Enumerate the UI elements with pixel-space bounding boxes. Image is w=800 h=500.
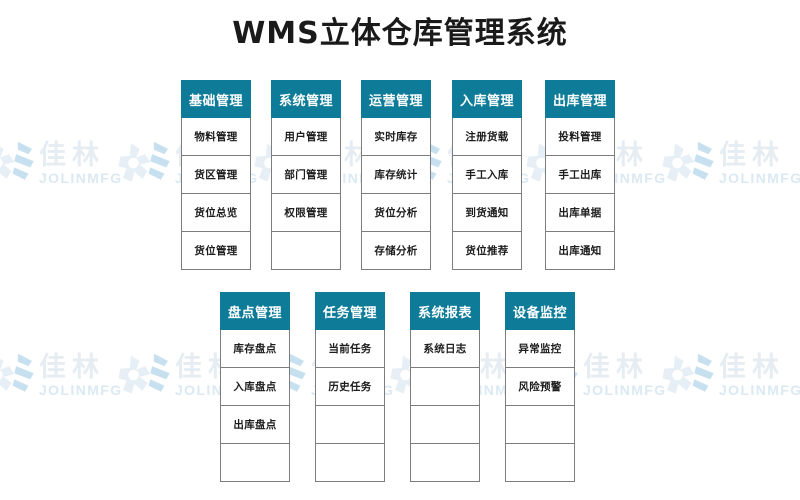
module-item-empty <box>410 406 480 444</box>
module-item[interactable]: 到货通知 <box>452 194 522 232</box>
module-item-empty <box>505 406 575 444</box>
module-item-empty <box>315 444 385 482</box>
module-item-empty <box>220 444 290 482</box>
module-item-empty <box>315 406 385 444</box>
module-item[interactable]: 历史任务 <box>315 368 385 406</box>
module-column-header[interactable]: 出库管理 <box>545 80 615 118</box>
module-item[interactable]: 库存统计 <box>361 156 431 194</box>
module-column: 基础管理物料管理货区管理货位总览货位管理 <box>181 80 251 270</box>
module-item[interactable]: 系统日志 <box>410 330 480 368</box>
module-item[interactable]: 权限管理 <box>271 194 341 232</box>
module-item-empty <box>410 368 480 406</box>
module-item-empty <box>271 232 341 270</box>
module-column: 盘点管理库存盘点入库盘点出库盘点 <box>220 292 290 482</box>
module-column-header[interactable]: 系统管理 <box>271 80 341 118</box>
module-item[interactable]: 实时库存 <box>361 118 431 156</box>
module-column: 系统报表系统日志 <box>410 292 480 482</box>
module-item[interactable]: 货位推荐 <box>452 232 522 270</box>
module-item[interactable]: 用户管理 <box>271 118 341 156</box>
module-column: 系统管理用户管理部门管理权限管理 <box>271 80 341 270</box>
module-item[interactable]: 货位管理 <box>181 232 251 270</box>
module-column-header[interactable]: 设备监控 <box>505 292 575 330</box>
module-column: 运营管理实时库存库存统计货位分析存储分析 <box>361 80 431 270</box>
module-item[interactable]: 库存盘点 <box>220 330 290 368</box>
module-column-header[interactable]: 运营管理 <box>361 80 431 118</box>
module-item-empty <box>505 444 575 482</box>
module-item[interactable]: 出库盘点 <box>220 406 290 444</box>
module-item[interactable]: 出库单据 <box>545 194 615 232</box>
module-column-header[interactable]: 基础管理 <box>181 80 251 118</box>
module-column: 设备监控异常监控风险预警 <box>505 292 575 482</box>
module-item[interactable]: 货区管理 <box>181 156 251 194</box>
module-column: 入库管理注册货载手工入库到货通知货位推荐 <box>452 80 522 270</box>
module-item[interactable]: 手工出库 <box>545 156 615 194</box>
module-item[interactable]: 当前任务 <box>315 330 385 368</box>
module-item[interactable]: 存储分析 <box>361 232 431 270</box>
module-item[interactable]: 出库通知 <box>545 232 615 270</box>
module-column: 任务管理当前任务历史任务 <box>315 292 385 482</box>
module-column-header[interactable]: 任务管理 <box>315 292 385 330</box>
module-column-header[interactable]: 盘点管理 <box>220 292 290 330</box>
module-item[interactable]: 投料管理 <box>545 118 615 156</box>
page-title: WMS立体仓库管理系统 <box>232 16 568 51</box>
module-item-empty <box>410 444 480 482</box>
module-column-header[interactable]: 入库管理 <box>452 80 522 118</box>
module-item[interactable]: 异常监控 <box>505 330 575 368</box>
module-item[interactable]: 注册货载 <box>452 118 522 156</box>
module-item[interactable]: 风险预警 <box>505 368 575 406</box>
module-item[interactable]: 货位总览 <box>181 194 251 232</box>
module-item[interactable]: 入库盘点 <box>220 368 290 406</box>
module-item[interactable]: 物料管理 <box>181 118 251 156</box>
module-column: 出库管理投料管理手工出库出库单据出库通知 <box>545 80 615 270</box>
module-item[interactable]: 手工入库 <box>452 156 522 194</box>
module-column-header[interactable]: 系统报表 <box>410 292 480 330</box>
module-item[interactable]: 货位分析 <box>361 194 431 232</box>
module-item[interactable]: 部门管理 <box>271 156 341 194</box>
